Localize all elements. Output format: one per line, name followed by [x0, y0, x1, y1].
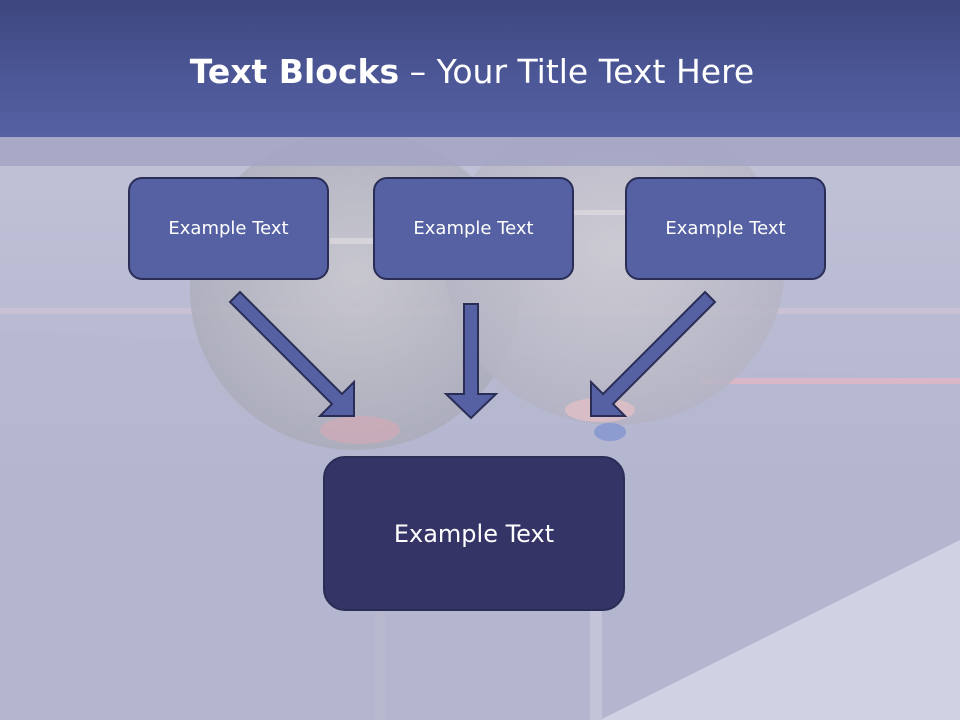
slide-title: Text Blocks – Your Title Text Here	[0, 52, 944, 91]
arrow-center-down	[443, 303, 499, 420]
text-block-1-label: Example Text	[168, 218, 289, 239]
text-block-2-label: Example Text	[413, 218, 534, 239]
text-block-3-label: Example Text	[665, 218, 786, 239]
text-block-2[interactable]: Example Text	[373, 177, 574, 280]
text-block-3[interactable]: Example Text	[625, 177, 826, 280]
text-block-1[interactable]: Example Text	[128, 177, 329, 280]
text-block-main-label: Example Text	[393, 519, 555, 548]
title-separator: –	[399, 52, 437, 91]
title-bar-strip	[0, 137, 960, 166]
arrow-left-diagonal	[228, 290, 355, 417]
title-rest-text: Your Title Text Here	[436, 52, 755, 91]
title-bar	[0, 0, 960, 137]
arrow-right-diagonal	[590, 290, 717, 417]
text-block-main[interactable]: Example Text	[323, 456, 625, 611]
title-bold-text: Text Blocks	[189, 52, 400, 91]
